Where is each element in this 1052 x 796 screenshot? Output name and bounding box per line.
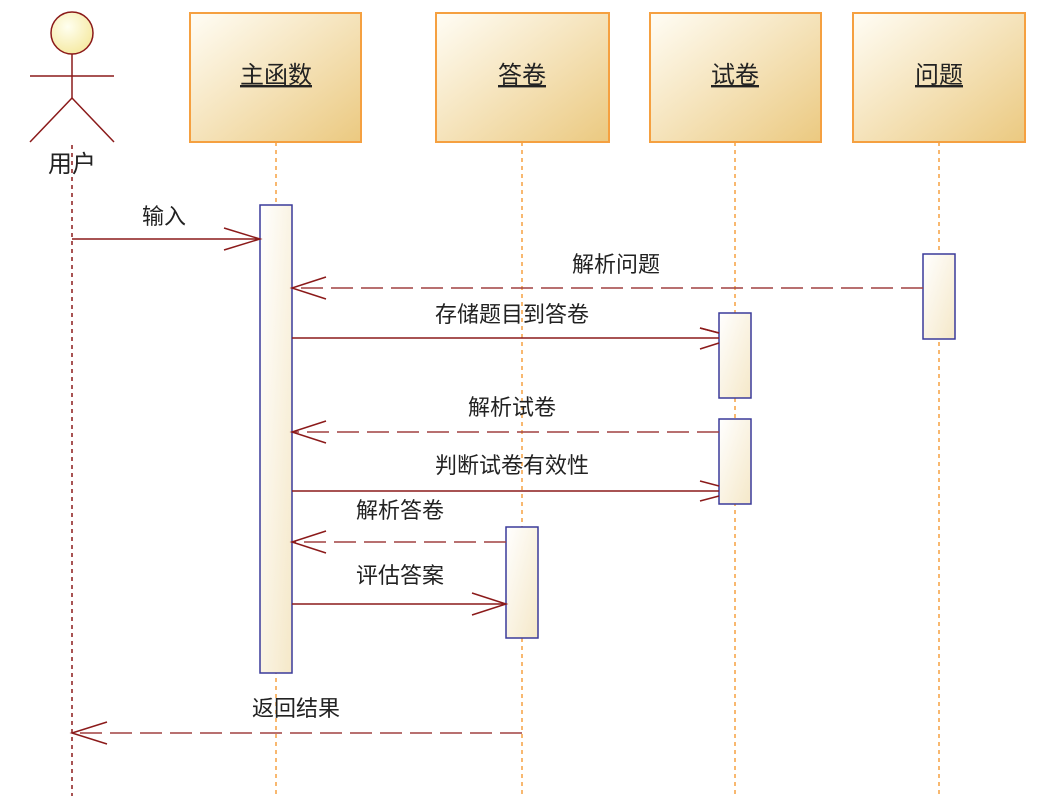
message-label: 存储题目到答卷	[435, 303, 589, 328]
object-answer-sheet[interactable]: 答卷	[435, 12, 610, 143]
object-box	[435, 12, 610, 143]
actor-user[interactable]: 用户	[29, 11, 115, 178]
activation-answer-sheet[interactable]	[505, 526, 539, 639]
message-label: 输入	[142, 205, 186, 230]
open-arrowhead-icon	[699, 480, 720, 502]
open-arrowhead-icon	[289, 530, 327, 554]
message-label: 解析试卷	[468, 396, 556, 421]
message-input[interactable]: 输入	[72, 205, 263, 251]
actor-right-leg-icon	[71, 97, 115, 143]
activation-question[interactable]	[922, 253, 956, 340]
lifelines	[71, 142, 940, 796]
message-label: 评估答案	[356, 564, 444, 589]
object-label: 试卷	[711, 61, 759, 89]
message-parse-exam-paper[interactable]: 解析试卷	[289, 396, 719, 444]
open-arrowhead-icon	[223, 227, 263, 251]
message-label: 判断试卷有效性	[435, 454, 589, 479]
object-question[interactable]: 问题	[852, 12, 1026, 143]
object-main[interactable]: 主函数	[189, 12, 362, 143]
object-box	[649, 12, 822, 143]
message-parse-answer-sheet[interactable]: 解析答卷	[289, 499, 506, 554]
actor-left-leg-icon	[29, 97, 73, 143]
activation-main[interactable]	[259, 204, 293, 674]
open-arrowhead-icon	[471, 592, 509, 616]
open-arrowhead-icon	[699, 327, 720, 350]
message-store-questions[interactable]: 存储题目到答卷	[292, 303, 720, 350]
message-evaluate-answers[interactable]: 评估答案	[292, 564, 509, 616]
actor-label: 用户	[48, 150, 96, 178]
open-arrowhead-icon	[289, 276, 327, 300]
message-parse-question[interactable]: 解析问题	[289, 253, 923, 300]
actor-head-icon	[50, 11, 94, 55]
object-label: 问题	[915, 61, 963, 89]
object-box	[852, 12, 1026, 143]
open-arrowhead-icon	[69, 721, 108, 745]
object-label: 答卷	[498, 61, 546, 89]
message-label: 解析问题	[572, 253, 660, 278]
message-label: 返回结果	[252, 697, 340, 722]
object-label: 主函数	[240, 61, 312, 89]
object-box	[189, 12, 362, 143]
activation-exam-paper-1[interactable]	[718, 312, 752, 399]
object-exam-paper[interactable]: 试卷	[649, 12, 822, 143]
message-label: 解析答卷	[356, 499, 444, 524]
message-return-result[interactable]: 返回结果	[69, 697, 522, 745]
open-arrowhead-icon	[289, 420, 327, 444]
activations	[259, 204, 956, 674]
activation-exam-paper-2[interactable]	[718, 418, 752, 505]
message-validate-exam-paper[interactable]: 判断试卷有效性	[292, 454, 720, 502]
